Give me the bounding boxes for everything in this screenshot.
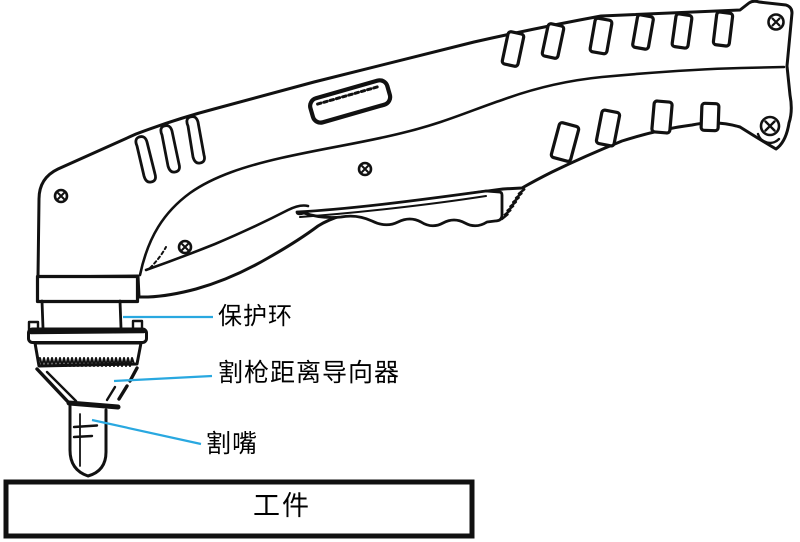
cup-right-outer xyxy=(117,366,139,401)
torch-head xyxy=(27,274,148,478)
head-block xyxy=(35,274,140,304)
label-protective-ring: 保护环 xyxy=(218,304,293,330)
nozzle-tick-2 xyxy=(72,434,94,439)
label-workpiece: 工件 xyxy=(253,491,311,521)
nozzle-body xyxy=(68,404,108,478)
trigger-top-inner-line xyxy=(299,195,487,218)
screw-icon xyxy=(53,188,69,204)
cup-bottom-edge xyxy=(66,400,121,410)
grip-band-line xyxy=(144,204,310,272)
cup-left-inner xyxy=(45,370,78,403)
screw-icon xyxy=(177,239,193,255)
vent-slots-lower xyxy=(549,99,721,163)
label-distance-guide: 割枪距离导向器 xyxy=(218,360,401,387)
collar-serration xyxy=(39,357,135,367)
trigger-recess-hatching xyxy=(500,188,526,221)
workpiece-plate xyxy=(3,479,475,539)
hidden-edge-dashes xyxy=(149,246,167,269)
screw-icon xyxy=(756,115,781,144)
flange-top-edge xyxy=(28,328,147,335)
leader-nozzle xyxy=(91,418,202,446)
screws xyxy=(53,13,785,255)
screw-icon xyxy=(767,13,785,31)
grip-ridges xyxy=(134,115,206,184)
torch-body-outline xyxy=(36,0,794,299)
leader-distance-guide xyxy=(113,374,213,383)
label-nozzle: 割嘴 xyxy=(206,431,259,458)
nozzle-tick-1 xyxy=(72,424,99,429)
screw-icon xyxy=(357,161,373,177)
handle-slot xyxy=(308,78,393,125)
handle-seam-line xyxy=(138,65,786,277)
leader-lines xyxy=(91,315,213,446)
cup-left-outer xyxy=(35,367,72,406)
cup-right-inner xyxy=(105,385,117,402)
neck-right-line xyxy=(118,299,123,330)
vent-slots-upper xyxy=(500,10,735,68)
neck-left-line xyxy=(40,299,45,330)
